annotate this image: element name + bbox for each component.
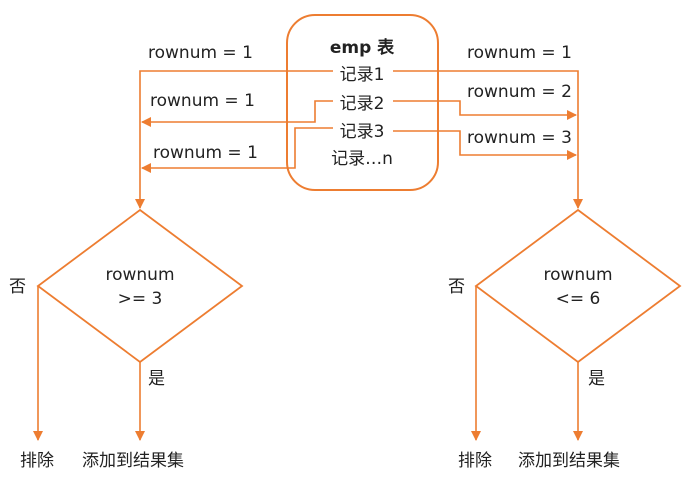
left-decision-diamond	[36, 208, 244, 364]
left-connector-record-1	[135, 70, 333, 209]
right-rownum-label-3: rownum = 3	[467, 128, 572, 148]
left-exclude-label: 排除	[20, 451, 54, 471]
left-rownum-label-1: rownum = 1	[148, 43, 253, 63]
right-add-label: 添加到结果集	[518, 451, 620, 471]
right-rownum-label-1: rownum = 1	[467, 43, 572, 63]
left-no-label: 否	[9, 277, 26, 297]
left-add-label: 添加到结果集	[82, 451, 184, 471]
left-arrow-record-3	[141, 127, 333, 173]
right-decision-line-2: <= 6	[556, 289, 601, 309]
right-exclude-label: 排除	[458, 451, 492, 471]
left-decision-line-2: >= 3	[118, 289, 163, 309]
record-2-label: 记录2	[340, 94, 385, 114]
right-decision-diamond	[474, 208, 682, 364]
right-no-label: 否	[448, 277, 465, 297]
right-connector-record-1	[393, 70, 583, 209]
record-1-label: 记录1	[340, 65, 385, 85]
left-decision-line-1: rownum	[105, 265, 174, 285]
record-n-label: 记录…n	[331, 149, 393, 169]
left-arrow-record-2	[141, 100, 333, 127]
left-rownum-label-3: rownum = 1	[153, 143, 258, 163]
left-yes-label: 是	[148, 369, 165, 389]
emp-table-title: emp 表	[330, 37, 395, 58]
right-arrow-record-2	[393, 100, 577, 120]
right-rownum-label-2: rownum = 2	[467, 82, 572, 102]
record-3-label: 记录3	[340, 122, 385, 142]
right-arrow-record-3	[393, 130, 577, 160]
right-decision-line-1: rownum	[543, 265, 612, 285]
emp-table-box	[286, 14, 439, 191]
left-rownum-label-2: rownum = 1	[150, 91, 255, 111]
right-yes-label: 是	[588, 369, 605, 389]
